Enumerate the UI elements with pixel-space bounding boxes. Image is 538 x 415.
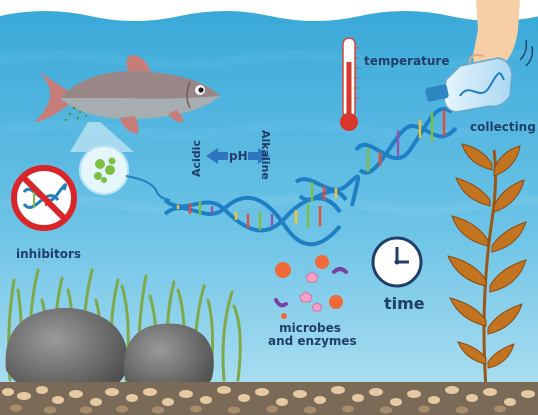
microbes-icon [274,255,348,319]
collecting-bottle-icon [425,0,534,113]
clock-icon [371,236,423,288]
gravel-icon [0,382,538,415]
label-inhibitors: inhibitors [16,247,82,261]
label-microbes-line2: and enzymes [268,334,357,348]
seaweed-icon [447,143,527,389]
label-collecting: collecting [470,120,536,134]
water-surface [0,0,538,21]
dna-strand-icon [354,106,458,175]
thermometer-icon [340,37,359,131]
label-ph: pH [229,149,248,163]
label-microbes-line1: microbes [279,321,341,335]
label-microbes: microbes and enzymes [268,321,357,348]
rock-icon [123,323,214,398]
ph-arrows-icon [206,148,270,164]
label-alkaline: Alkaline [259,130,272,180]
label-time: time [384,294,425,313]
cell-sample-icon [79,145,129,195]
rock-icon [5,307,128,399]
magnifier-beam [70,122,134,152]
fish-icon [34,54,220,134]
dna-tail [125,175,171,201]
dna-strand-icon [294,174,360,207]
label-acidic: Acidic [190,140,203,177]
label-temperature: temperature [364,54,450,68]
prohibited-sign-icon [11,165,77,231]
current-stripe [0,195,538,215]
